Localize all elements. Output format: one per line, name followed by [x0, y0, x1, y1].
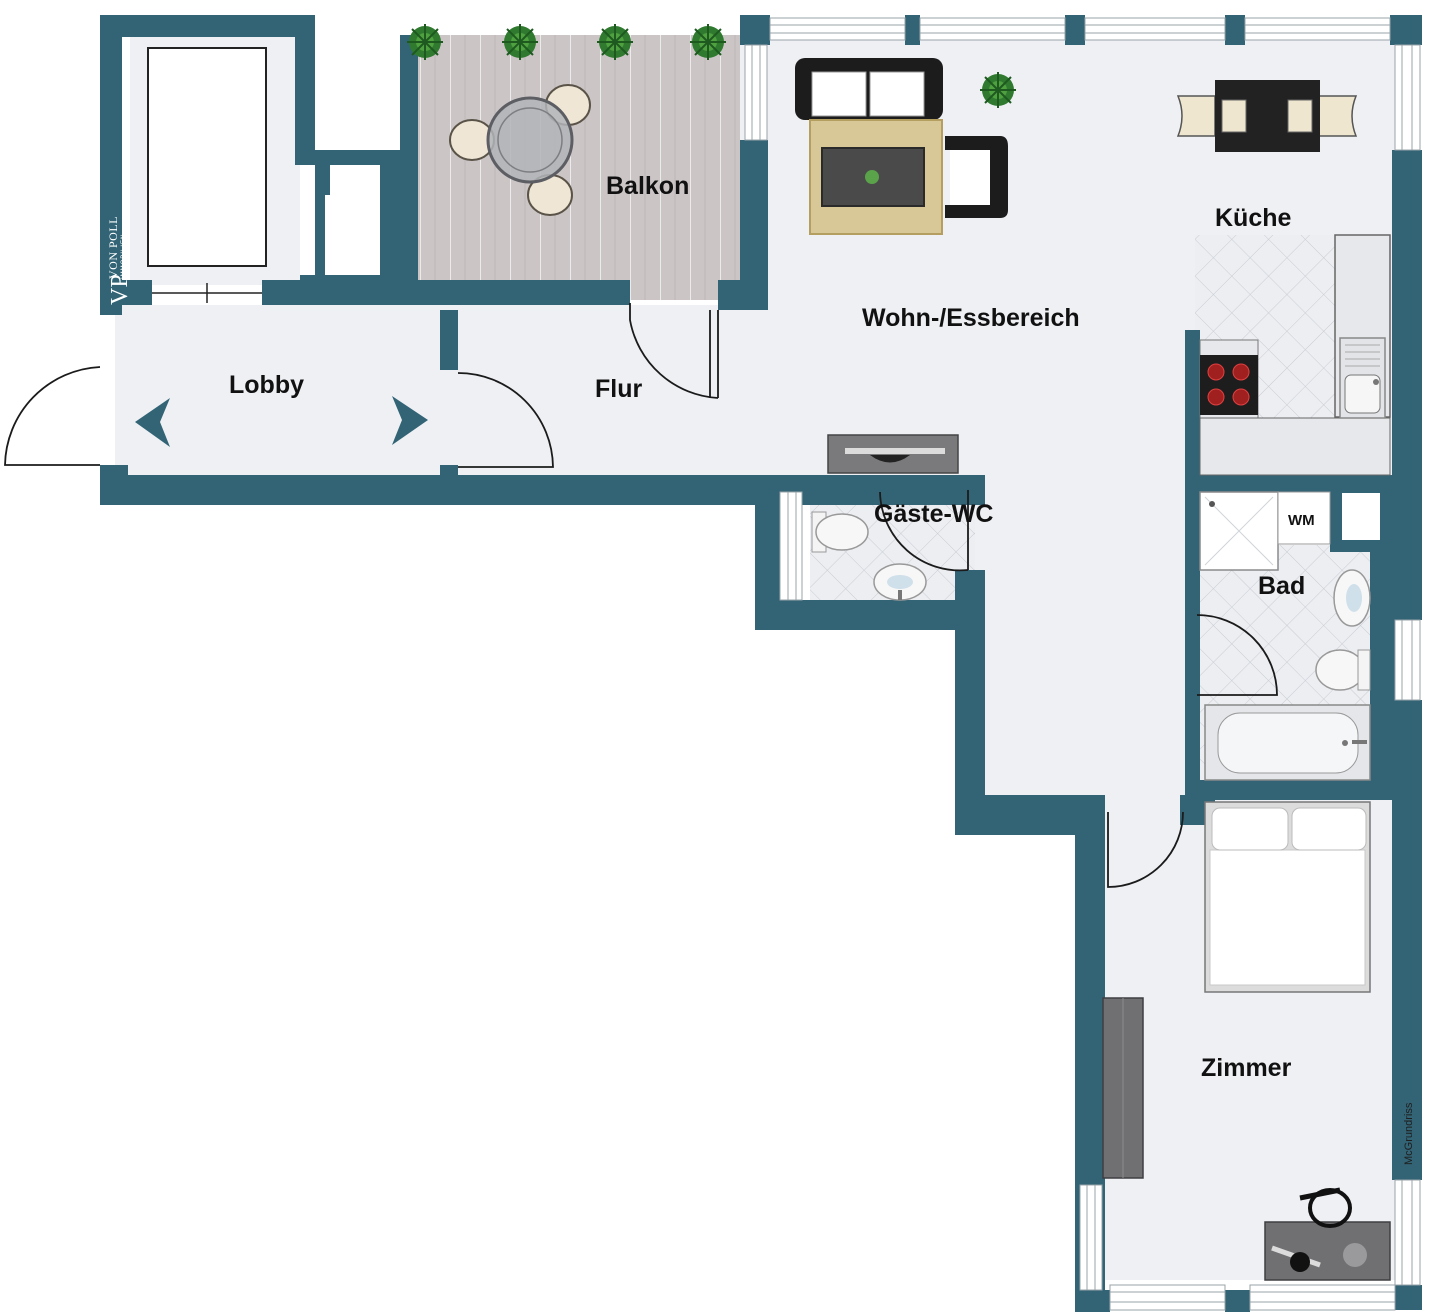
dining-table-icon: [1176, 80, 1358, 152]
room-label-flur: Flur: [595, 375, 642, 403]
flur-floor: [455, 305, 755, 475]
plant-icon: [407, 24, 1016, 108]
doors: [4, 303, 1278, 888]
toilet-icon: [1315, 649, 1371, 691]
desk-icon: [1264, 1187, 1391, 1281]
stove-icon: [1200, 355, 1258, 415]
bed-icon: [1204, 801, 1371, 993]
room-label-zimmer: Zimmer: [1201, 1054, 1292, 1082]
room-label-balkon: Balkon: [606, 172, 689, 200]
washing-machine: [1277, 491, 1331, 545]
logo-sub: IMMOBILIEN: [121, 234, 127, 279]
storage-cabinet: [147, 47, 377, 303]
shower-icon: [1199, 491, 1279, 571]
bathtub-icon: [1204, 704, 1371, 781]
walls: [100, 15, 1422, 1312]
direction-arrow-icon: [135, 396, 428, 447]
logo-initials: VP: [107, 274, 133, 305]
corridor-floor: [975, 475, 1205, 805]
wardrobe-icon: [1102, 997, 1144, 1179]
sink-icon: [873, 563, 927, 601]
credit-label: McGrundriss: [1403, 1102, 1415, 1165]
logo: VP VON POLL IMMOBILIEN: [106, 216, 133, 305]
room-label-lobby: Lobby: [229, 371, 304, 399]
toilet-icon: [811, 511, 869, 553]
balcony-table-icon: [449, 84, 591, 216]
sink-icon: [1339, 337, 1386, 419]
room-label-kueche: Küche: [1215, 204, 1292, 232]
room-labels: Balkon Wohn-/Essbereich Küche Lobby Flur…: [229, 172, 1315, 1082]
logo-name: VON POLL: [106, 216, 120, 279]
appliance-label-wm: WM: [1288, 512, 1315, 529]
lobby-floor: [115, 305, 455, 475]
windows: [744, 17, 1421, 1311]
room-label-gaeste-wc: Gäste-WC: [874, 500, 993, 528]
sink-icon: [1333, 569, 1371, 627]
room-label-wohn: Wohn-/Essbereich: [862, 304, 1080, 332]
sofa-icon: [795, 58, 1008, 235]
balkon-floor: [415, 35, 740, 300]
room-label-bad: Bad: [1258, 572, 1305, 600]
sideboard-icon: [827, 434, 959, 474]
